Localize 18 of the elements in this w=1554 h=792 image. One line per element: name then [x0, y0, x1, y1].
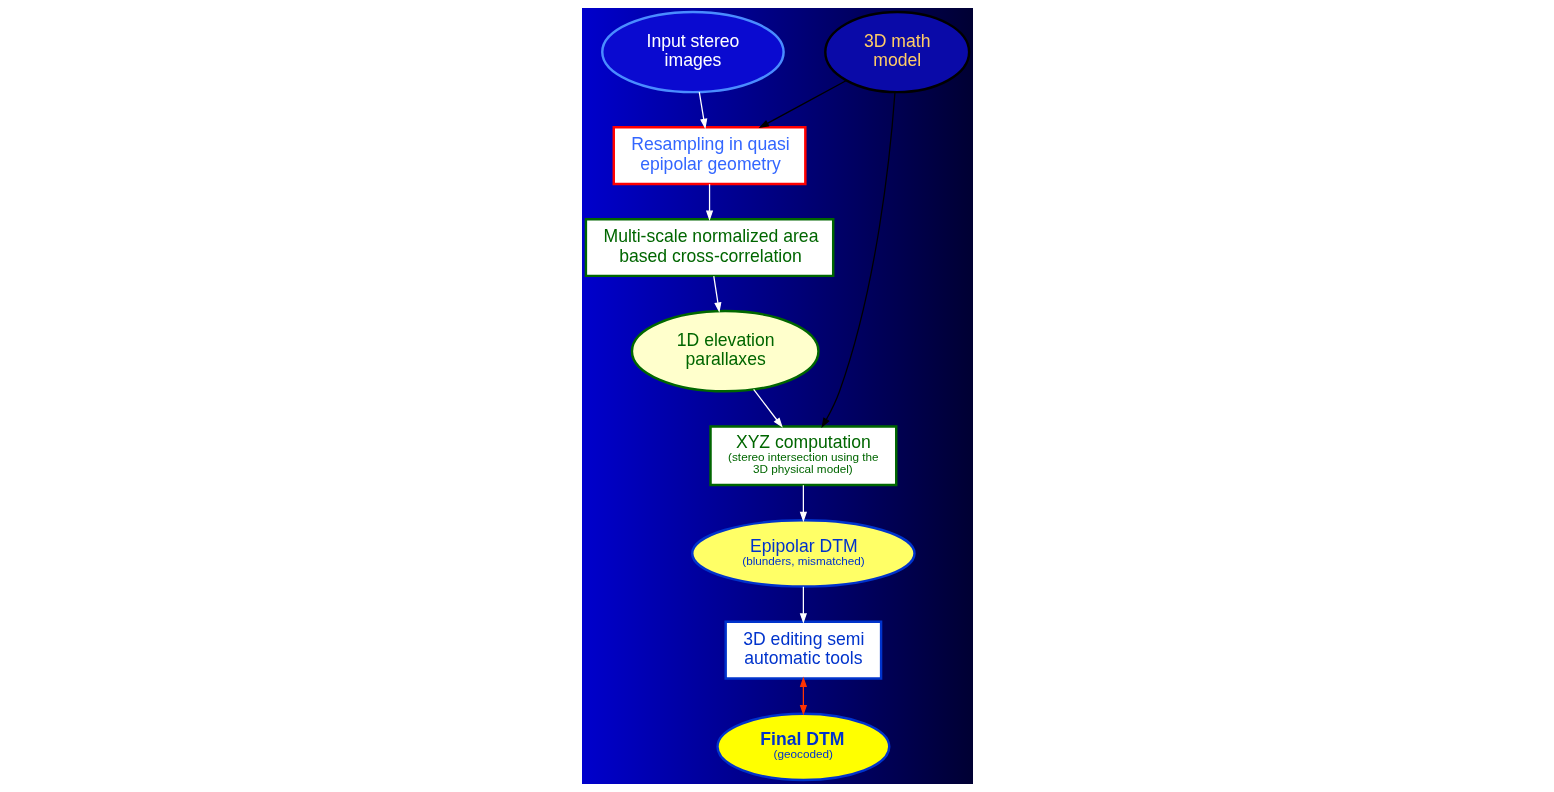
node-ellipse: 3D math model [823, 10, 970, 94]
node-ellipse: Epipolar DTM (blunders, mismatched) [690, 519, 916, 588]
arrow [758, 79, 847, 129]
node-ellipse: Final DTM (geocoded) [715, 712, 890, 782]
node-box: Multi-scale normalized area based cross-correlation [584, 218, 834, 278]
node-box: Resampling in quasi epipolar geometry [612, 126, 807, 186]
node-ellipse: 1D elevation parallaxes [630, 309, 820, 393]
arrow [799, 484, 807, 523]
arrow [705, 183, 713, 221]
arrow [799, 586, 807, 624]
arrow [712, 275, 721, 313]
node-ellipse: Input stereo images [600, 10, 785, 94]
arrow [799, 676, 807, 716]
arrow [752, 388, 783, 428]
node-box: XYZ computation (stereo intersection using the 3D physical model) [708, 425, 897, 487]
node-box: 3D editing semi automatic tools [723, 620, 882, 680]
arrow [820, 91, 896, 429]
arrow [698, 91, 707, 130]
